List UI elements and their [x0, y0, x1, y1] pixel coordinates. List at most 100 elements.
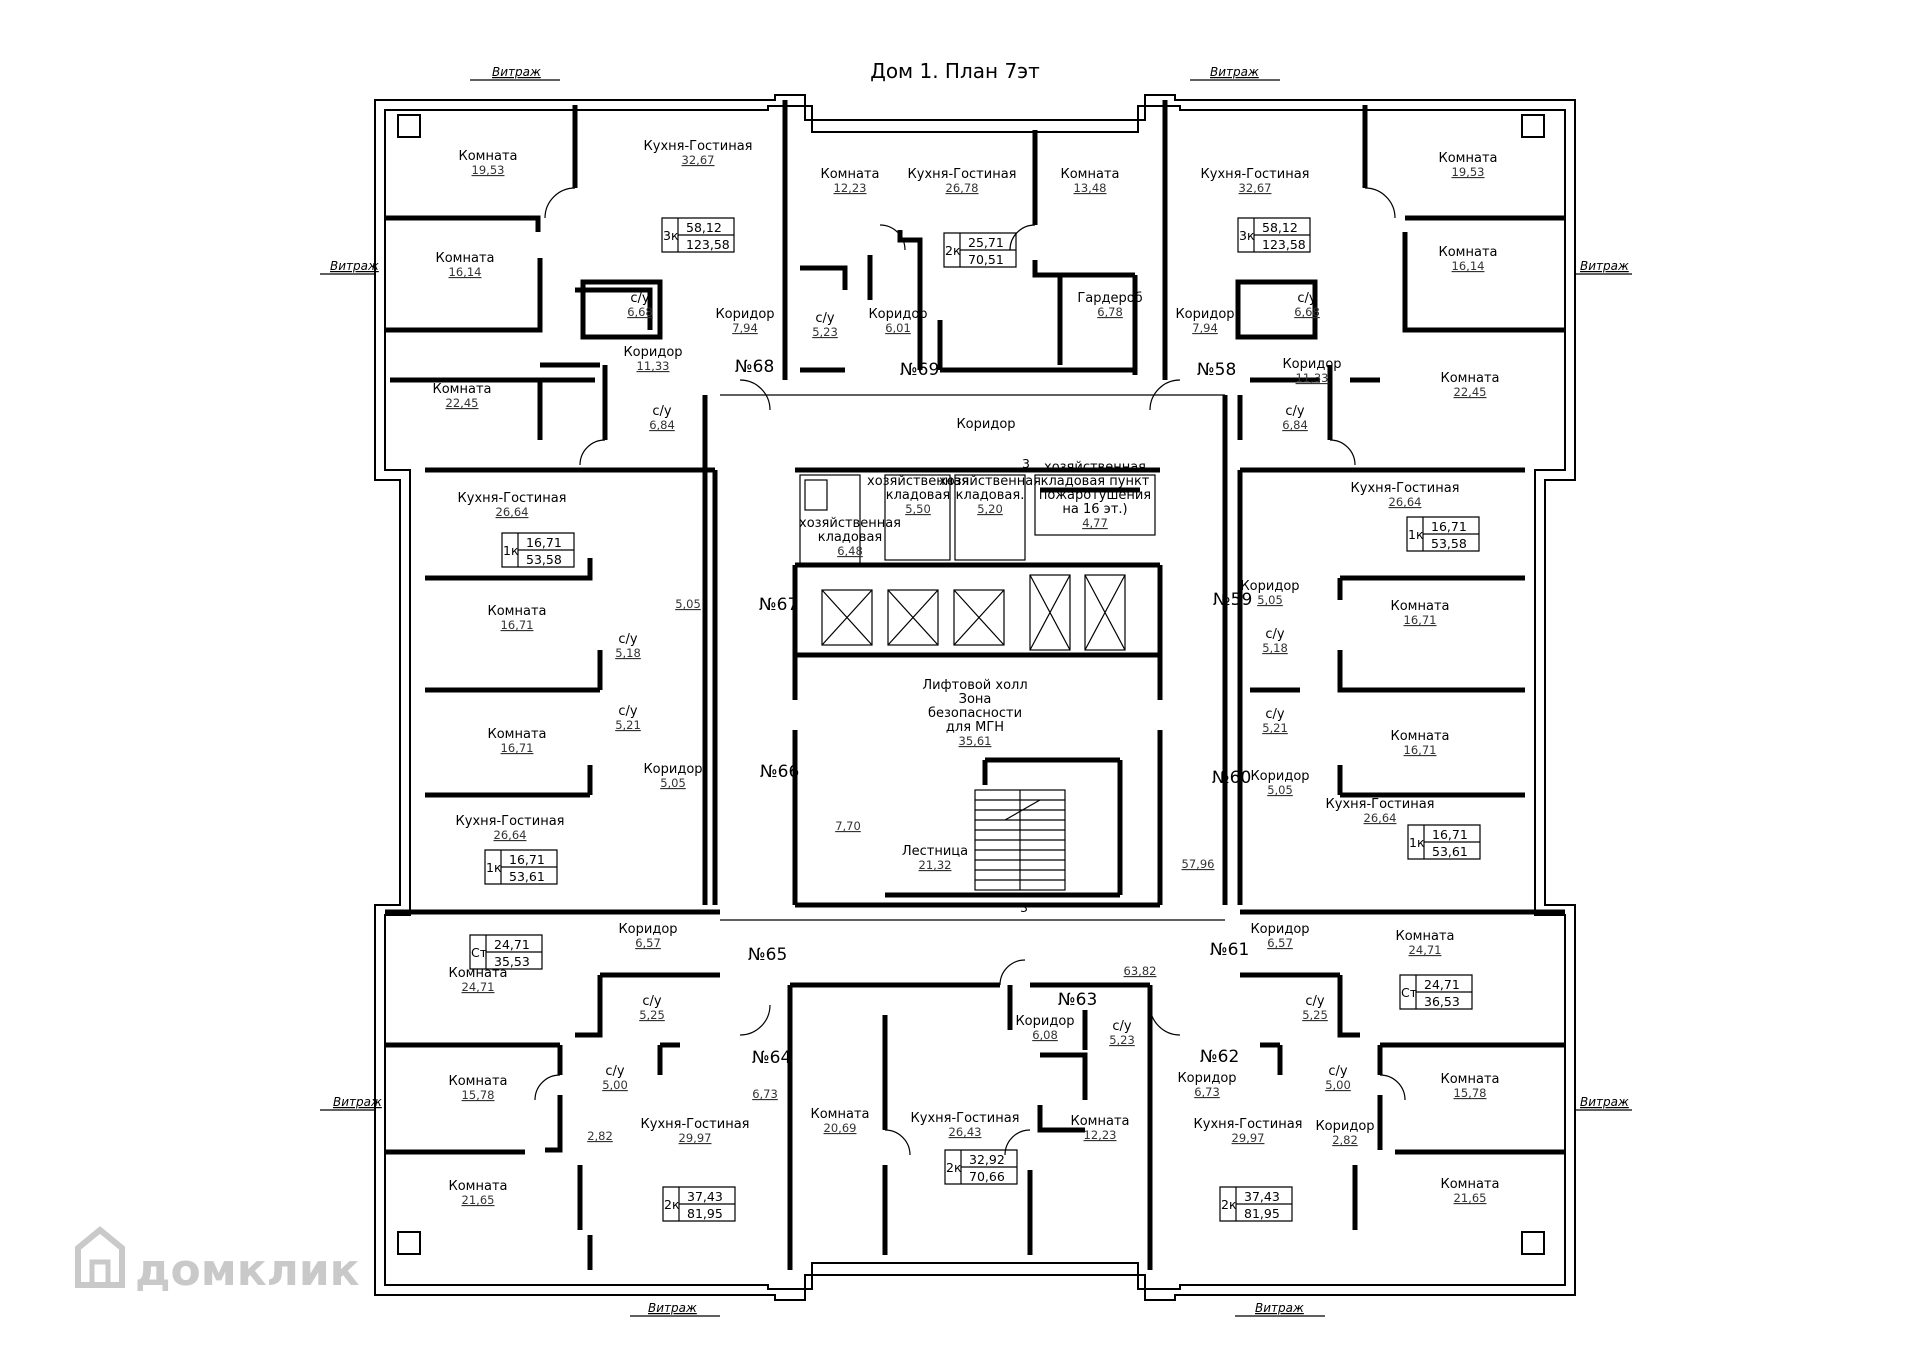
room-label: Комната	[1439, 151, 1498, 166]
svg-text:Витраж: Витраж	[1210, 65, 1259, 79]
room-area: 4,77	[1082, 516, 1108, 530]
svg-text:Витраж: Витраж	[333, 1095, 382, 1109]
apartment-number: №69	[900, 360, 939, 380]
room-area: 12,23	[834, 181, 867, 195]
room-label: Коридор	[1315, 1119, 1374, 1134]
room-area: 26,43	[949, 1125, 982, 1139]
apartment-living-area: 37,43	[1244, 1189, 1280, 1204]
room-area: 16,71	[1404, 613, 1437, 627]
room-label: Комната	[433, 382, 492, 397]
room-label: Комната	[459, 149, 518, 164]
room-area: 22,45	[446, 396, 479, 410]
apartment-type: 2к	[1221, 1197, 1237, 1212]
room-label: Кухня-Гостиная	[1194, 1117, 1303, 1132]
apartment-type: 1к	[503, 543, 519, 558]
room-label: Кухня-Гостиная	[1326, 797, 1435, 812]
room-area: 57,96	[1182, 857, 1215, 871]
apartment-number: №58	[1197, 360, 1236, 380]
room-label: Комната	[1396, 929, 1455, 944]
room-area: 5,00	[1325, 1078, 1351, 1092]
apartment-type: 3к	[1239, 228, 1255, 243]
watermark: домклик	[75, 1226, 360, 1296]
room-area: 29,97	[679, 1131, 712, 1145]
apartment-number: №65	[748, 945, 787, 965]
room-area: 15,78	[462, 1088, 495, 1102]
room-r66-su: с/у5,21	[615, 704, 641, 732]
room-area: 5,20	[977, 502, 1003, 516]
room-label: Комната	[449, 1074, 508, 1089]
room-label: Кухня-Гостиная	[1351, 481, 1460, 496]
room-area: 5,05	[675, 597, 701, 611]
plan-title: Дом 1. План 7эт	[870, 59, 1040, 83]
apartment-boxes: 3к58,12123,58№682к25,7170,51№693к58,1212…	[469, 217, 1481, 1222]
room-area: 16,71	[501, 741, 534, 755]
room-r61-su: с/у5,25	[1302, 994, 1328, 1022]
room-area: 21,65	[462, 1193, 495, 1207]
room-area: 16,14	[1452, 259, 1485, 273]
room-area: 13,48	[1074, 181, 1107, 195]
room-area: 6,68	[627, 305, 653, 319]
apartment-total-area: 53,61	[509, 869, 545, 884]
room-r69-su: с/у5,23	[812, 311, 838, 339]
room-label: Комната	[1441, 371, 1500, 386]
mark-label: 3	[1022, 456, 1030, 471]
apartment-living-area: 37,43	[687, 1189, 723, 1204]
room-label: Кухня-Гостиная	[644, 139, 753, 154]
room-area: 11,33	[637, 359, 670, 373]
room-label: Коридор	[618, 922, 677, 937]
room-label: с/у	[815, 311, 835, 326]
room-label: Комната	[1441, 1177, 1500, 1192]
room-label: с/у	[618, 632, 638, 647]
room-label: Коридор	[1175, 307, 1234, 322]
room-r58-su-1: с/у6,68	[1294, 291, 1320, 319]
svg-text:Витраж: Витраж	[1580, 259, 1629, 273]
apartment-living-area: 25,71	[968, 235, 1004, 250]
room-r58-su-2: с/у6,84	[1282, 404, 1308, 432]
room-label: Комната	[1061, 167, 1120, 182]
room-label: с/у	[652, 404, 672, 419]
room-label: Кухня-Гостиная	[911, 1111, 1020, 1126]
apartment-number: №66	[760, 762, 799, 782]
apartment-type: 2к	[946, 1160, 962, 1175]
room-label: с/у	[1305, 994, 1325, 1009]
room-label: Комната	[1391, 599, 1450, 614]
room-area: 5,23	[812, 325, 838, 339]
room-label: Комната	[488, 604, 547, 619]
room-area: 5,05	[660, 776, 686, 790]
room-label: Лестница	[902, 844, 968, 859]
room-labels: Комната19,53Кухня-Гостиная32,67Комната16…	[433, 139, 1500, 1207]
room-label: Коридор	[1240, 579, 1299, 594]
room-area: 5,21	[615, 718, 641, 732]
room-area: 5,50	[905, 502, 931, 516]
apartment-type: 2к	[945, 243, 961, 258]
room-label: Кухня-Гостиная	[456, 814, 565, 829]
svg-text:Витраж: Витраж	[648, 1301, 697, 1315]
room-area: 5,05	[1257, 593, 1283, 607]
apartment-total-area: 123,58	[686, 237, 730, 252]
